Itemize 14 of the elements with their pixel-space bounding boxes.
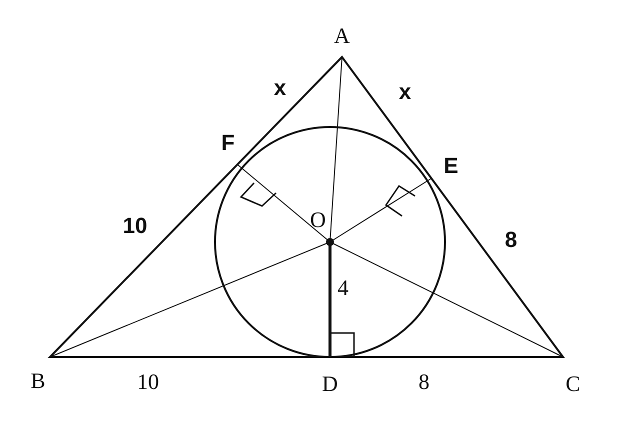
point-label: E xyxy=(444,155,458,177)
point-label: C xyxy=(566,373,580,395)
point-label: 8 xyxy=(418,371,430,393)
point-label: 8 xyxy=(504,229,518,251)
point-label: D xyxy=(322,373,338,395)
point-label: B xyxy=(30,370,46,392)
point-label: x xyxy=(398,81,412,103)
point-label: O xyxy=(310,209,326,231)
point-label: 10 xyxy=(137,371,159,393)
point-label: 4 xyxy=(338,277,348,299)
point-label: x xyxy=(274,77,286,99)
point-label: F xyxy=(221,132,235,154)
point-label: 10 xyxy=(122,215,148,237)
point-label: A xyxy=(334,25,350,47)
